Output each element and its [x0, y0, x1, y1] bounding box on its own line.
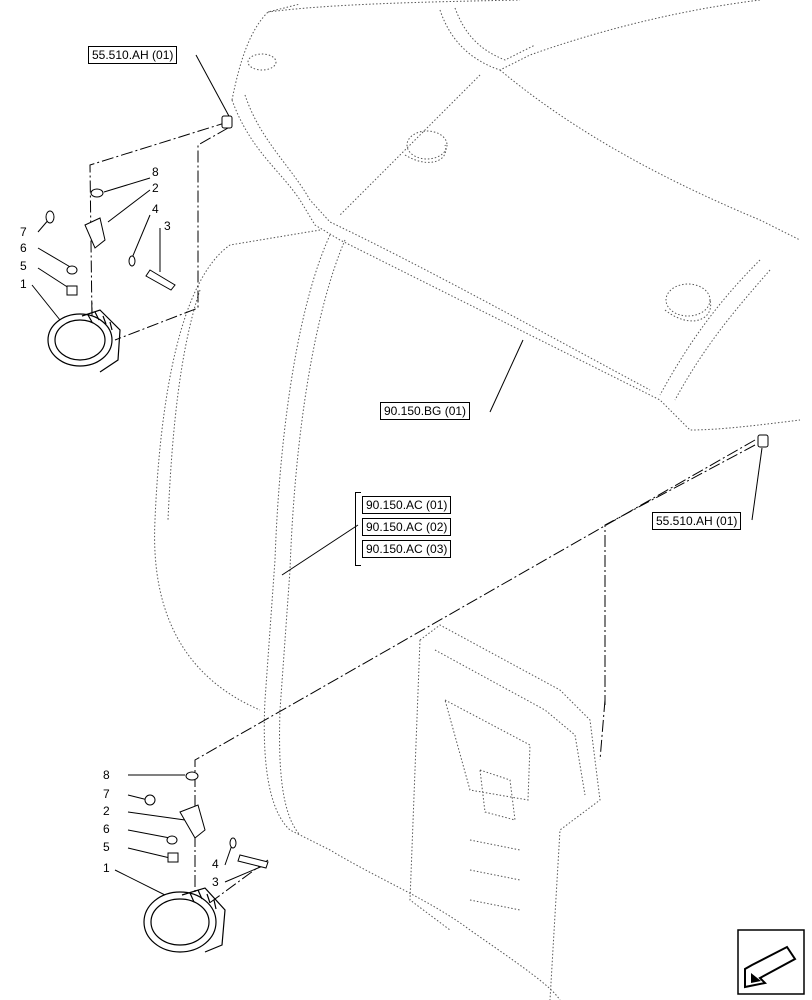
callout-5-bottom: 5: [103, 840, 110, 854]
work-lamp-bottom: [143, 887, 226, 953]
callout-6-bottom: 6: [103, 822, 110, 836]
callout-8-bottom: 8: [103, 768, 110, 782]
callout-3-bottom: 3: [212, 875, 219, 889]
ref-90-150-ac-02[interactable]: 90.150.AC (02): [362, 518, 452, 536]
callout-6-top: 6: [20, 241, 27, 255]
washer-6-top: [66, 265, 78, 275]
bolt-3-bottom: [237, 854, 269, 869]
washer-8-top: [90, 188, 104, 198]
connector-top: [221, 115, 233, 129]
ref-55-510-ah-right[interactable]: 55.510.AH (01): [652, 512, 742, 530]
nut-7-bottom: [144, 794, 156, 806]
bracket-2-top: [84, 217, 106, 249]
ref-90-150-bg[interactable]: 90.150.BG (01): [380, 402, 471, 420]
ref-90-150-ac-01[interactable]: 90.150.AC (01): [362, 496, 452, 514]
callout-1-bottom: 1: [103, 861, 110, 875]
washer-8-bottom: [185, 771, 199, 781]
callout-8-top: 8: [152, 165, 159, 179]
callout-4-top: 4: [152, 202, 159, 216]
rear-panel: [409, 624, 601, 1000]
arrow-left-down-icon[interactable]: [737, 929, 805, 995]
bracket-2-bottom: [179, 804, 206, 839]
bolt-3-top: [145, 269, 176, 291]
callout-3-top: 3: [164, 219, 171, 233]
callout-2-bottom: 2: [103, 804, 110, 818]
callout-7-bottom: 7: [103, 787, 110, 801]
callout-1-top: 1: [20, 277, 27, 291]
connector-right: [757, 434, 769, 448]
ref-90-150-ac-03[interactable]: 90.150.AC (03): [362, 540, 452, 558]
work-lamp-top: [47, 309, 121, 373]
nut-7-top: [45, 210, 55, 224]
cab-roof: [231, 0, 801, 431]
washer-4-top: [128, 255, 136, 267]
callout-7-top: 7: [20, 225, 27, 239]
callout-2-top: 2: [152, 181, 159, 195]
nut-5-bottom: [167, 852, 179, 863]
callout-5-top: 5: [20, 259, 27, 273]
ref-55-510-ah-top[interactable]: 55.510.AH (01): [88, 46, 178, 64]
door-pillar: [154, 229, 321, 711]
callout-4-bottom: 4: [212, 857, 219, 871]
ref-group-bracket: [355, 492, 361, 566]
washer-4-bottom: [229, 837, 237, 849]
washer-6-bottom: [166, 835, 178, 845]
nut-5-top: [66, 285, 78, 296]
